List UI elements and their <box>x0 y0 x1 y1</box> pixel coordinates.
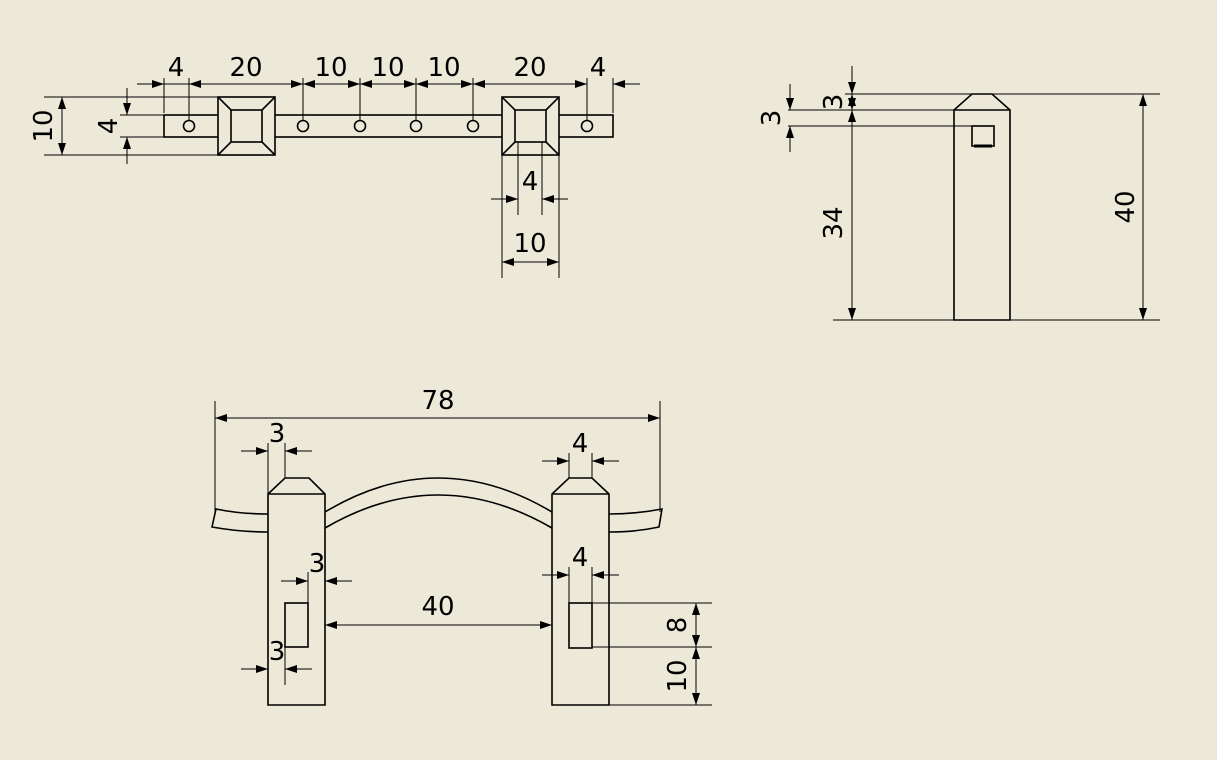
dim-top-spacing-2: 20 <box>229 53 262 83</box>
dim-top-spacing-3: 10 <box>314 53 347 83</box>
dim-side-total-height: 40 <box>1111 190 1141 223</box>
dim-side-chamfer: 3 <box>819 94 849 111</box>
dim-front-left-slot-edge: 3 <box>269 637 286 667</box>
dim-front-overall-length: 78 <box>421 386 454 416</box>
front-view: 78 3 4 3 3 4 40 8 10 <box>211 386 712 706</box>
dim-top-spacing-4: 10 <box>371 53 404 83</box>
dim-front-right-top-width: 4 <box>572 429 589 459</box>
dim-front-right-slot-offset: 4 <box>572 543 589 573</box>
dim-top-overall-width: 10 <box>29 109 59 142</box>
side-view-geometry <box>953 93 1011 321</box>
front-view-dimension-lines <box>214 401 712 706</box>
dim-front-slot-height: 8 <box>663 617 693 634</box>
front-view-geometry <box>211 477 663 706</box>
dim-front-post-gap: 40 <box>421 592 454 622</box>
dim-side-post-height: 34 <box>819 206 849 239</box>
dim-top-spacing-1: 4 <box>168 53 185 83</box>
side-view-dimension-lines <box>786 66 1160 321</box>
top-view: 4 20 10 10 10 20 4 10 4 4 10 <box>29 53 640 278</box>
dim-front-left-slot-offset: 3 <box>309 549 326 579</box>
top-view-geometry <box>163 96 614 156</box>
dim-front-left-chamfer: 3 <box>269 419 286 449</box>
dim-top-spacing-7: 4 <box>590 53 607 83</box>
side-view: 3 3 34 40 <box>757 66 1160 321</box>
dim-side-slot: 3 <box>757 110 787 127</box>
dim-top-hole-width: 4 <box>522 167 539 197</box>
dim-front-slot-base: 10 <box>663 659 693 692</box>
dim-top-spacing-5: 10 <box>427 53 460 83</box>
top-view-dimension-lines <box>44 78 640 278</box>
dim-top-post-width: 10 <box>513 229 546 259</box>
dim-top-bar-width: 4 <box>94 118 124 135</box>
dim-top-spacing-6: 20 <box>513 53 546 83</box>
